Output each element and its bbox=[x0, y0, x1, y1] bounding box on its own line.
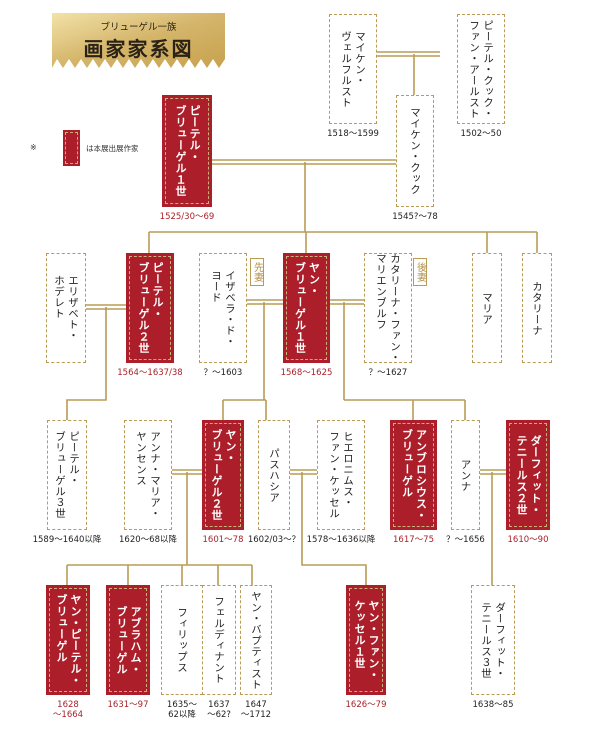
person-box-anna: アンナ bbox=[451, 420, 480, 530]
person-box-ambrosius: アンブロシウス・ ブリューゲル bbox=[390, 420, 437, 530]
person-dates: 1631～97 bbox=[107, 700, 149, 710]
person-box-pieter-3: ピーテル・ ブリューゲル３世 bbox=[47, 420, 87, 530]
person-box-teniers-2: ダーフィット・ テニールス２世 bbox=[506, 420, 550, 530]
person-box-pieter-2: ピーテル・ ブリューゲル２世 bbox=[126, 253, 174, 363]
person-dates: ？～1603 bbox=[203, 368, 243, 378]
person-name: マイケン・クック bbox=[409, 107, 421, 195]
title-banner: ブリューゲル一族 画家家系図 bbox=[52, 13, 225, 68]
person-name: アブラハム・ ブリューゲル bbox=[115, 605, 142, 675]
person-name: アンブロシウス・ ブリューゲル bbox=[400, 429, 428, 521]
person-name: フィリップス bbox=[176, 607, 188, 673]
person-name: エリザベト・ ホデレト bbox=[53, 275, 79, 341]
spouse-label-first: 先妻 bbox=[250, 258, 264, 286]
person-name: ピーテル・クック・ ファン・アールスト bbox=[468, 19, 494, 119]
person-dates: ？～1627 bbox=[368, 368, 408, 378]
person-name: イザベラ・ド・ ヨード bbox=[210, 269, 236, 347]
person-box-jan-1: ヤン・ ブリューゲル１世 bbox=[283, 253, 330, 363]
person-name: アンナ bbox=[459, 458, 472, 492]
person-box-maria: マリア bbox=[472, 253, 502, 363]
person-dates: 1525/30～69 bbox=[159, 212, 215, 222]
person-dates: 1564～1637/38 bbox=[117, 368, 183, 378]
person-box-mayken-coecke: マイケン・クック bbox=[396, 95, 434, 207]
person-box-pieter-1: ピーテル・ ブリューゲル１世 bbox=[162, 95, 212, 207]
person-dates: 1545?～78 bbox=[392, 212, 438, 222]
person-box-mayken-verhulst: マイケン・ ヴェルフルスト bbox=[329, 14, 377, 124]
person-name: マイケン・ ヴェルフルスト bbox=[340, 30, 366, 108]
spouse-label-second: 後妻 bbox=[413, 258, 427, 286]
person-dates: 1617～75 bbox=[393, 535, 434, 545]
title-subtitle: ブリューゲル一族 bbox=[100, 22, 177, 33]
legend-text: は本展出展作家 bbox=[86, 144, 139, 153]
person-box-pieter-coecke: ピーテル・クック・ ファン・アールスト bbox=[457, 14, 505, 124]
person-name: ダーフィット・ テニールス２世 bbox=[515, 434, 542, 516]
person-box-jan-van-kessel: ヤン・ファン・ ケッセル１世 bbox=[346, 585, 386, 695]
person-dates: 1568～1625 bbox=[280, 368, 333, 378]
person-dates: 1620～68以降 bbox=[119, 535, 177, 545]
person-dates: 1638～85 bbox=[472, 700, 514, 710]
person-box-catharina: カタリーナ bbox=[522, 253, 552, 363]
person-dates: 1637 ～62? bbox=[207, 700, 231, 720]
title-main: 画家家系図 bbox=[83, 37, 194, 61]
person-box-jan-2: ヤン・ ブリューゲル２世 bbox=[202, 420, 244, 530]
person-name: ヤン・バプティスト bbox=[250, 590, 262, 690]
person-box-catharina-marienburg: カタリーナ・ファン・ マリエンブルフ bbox=[364, 253, 412, 363]
person-box-jan-pieter: ヤン・ピーテル・ ブリューゲル bbox=[46, 585, 90, 695]
person-box-anna-maria: アンナ・マリア・ ヤンセンス bbox=[124, 420, 172, 530]
person-dates: ？～1656 bbox=[446, 535, 485, 545]
person-name: パスハシア bbox=[268, 447, 280, 503]
person-box-isabella: イザベラ・ド・ ヨード bbox=[199, 253, 247, 363]
person-name: ピーテル・ ブリューゲル１世 bbox=[174, 105, 201, 197]
person-box-teniers-3: ダーフィット・ テニールス３世 bbox=[471, 585, 515, 695]
person-box-elisabeth: エリザベト・ ホデレト bbox=[46, 253, 86, 363]
person-name: ピーテル・ ブリューゲル２世 bbox=[137, 262, 164, 354]
person-name: ヒエロニムス・ ファン・ケッセル bbox=[328, 431, 354, 519]
person-dates: 1647 ～1712 bbox=[240, 700, 272, 720]
person-name: ヤン・ピーテル・ ブリューゲル bbox=[55, 594, 82, 686]
person-box-jan-baptist: ヤン・バプティスト bbox=[240, 585, 272, 695]
person-dates: 1601～78 bbox=[202, 535, 244, 545]
person-name: マリア bbox=[481, 291, 493, 325]
banner-shape bbox=[52, 13, 225, 68]
person-name: ヤン・ ブリューゲル１世 bbox=[293, 262, 321, 354]
person-name: ダーフィット・ テニールス３世 bbox=[480, 601, 506, 679]
person-box-hieronymus: ヒエロニムス・ ファン・ケッセル bbox=[317, 420, 365, 530]
person-box-abraham: アブラハム・ ブリューゲル bbox=[106, 585, 150, 695]
person-name: ヤン・ファン・ ケッセル１世 bbox=[353, 599, 380, 681]
person-name: フェルディナント bbox=[213, 596, 225, 684]
person-dates: 1635～ 62以降 bbox=[166, 700, 198, 720]
person-name: ヤン・ ブリューゲル２世 bbox=[210, 429, 237, 521]
person-name: ピーテル・ ブリューゲル３世 bbox=[54, 431, 80, 519]
person-name: アンナ・マリア・ ヤンセンス bbox=[135, 431, 161, 519]
person-name: カタリーナ・ファン・ マリエンブルフ bbox=[375, 253, 401, 363]
person-dates: 1589～1640以降 bbox=[32, 535, 102, 545]
person-dates: 1502～50 bbox=[460, 129, 502, 139]
person-box-philips: フィリップス bbox=[161, 585, 203, 695]
person-dates: 1628 ～1664 bbox=[52, 700, 84, 720]
person-dates: 1626～79 bbox=[345, 700, 387, 710]
person-box-ferdinand: フェルディナント bbox=[202, 585, 236, 695]
person-dates: 1578～1636以降 bbox=[306, 535, 376, 545]
person-box-paschasia: パスハシア bbox=[258, 420, 290, 530]
person-name: カタリーナ bbox=[531, 280, 543, 336]
person-dates: 1518～1599 bbox=[327, 129, 379, 139]
person-dates: 1602/03～？ bbox=[247, 535, 301, 545]
person-dates: 1610～90 bbox=[507, 535, 549, 545]
legend-mark: ※ bbox=[30, 143, 37, 152]
legend-swatch bbox=[63, 130, 80, 166]
